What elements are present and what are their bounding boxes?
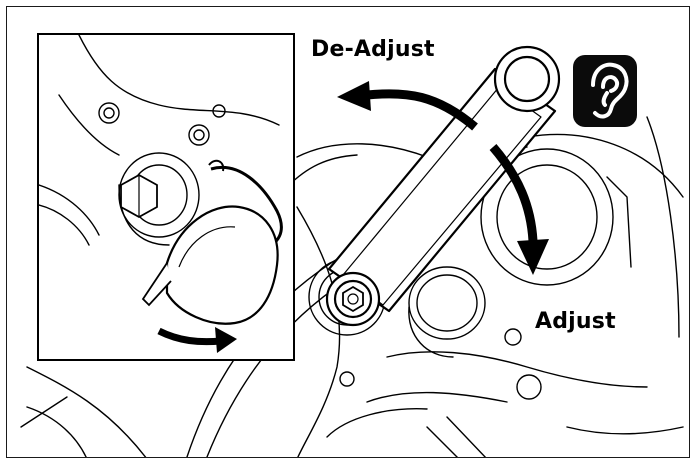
rubber-cap <box>165 205 279 325</box>
brake-assembly-drawing <box>20 45 684 457</box>
de-adjust-label: De-Adjust <box>311 37 435 62</box>
ring-spanner <box>325 45 561 327</box>
adjust-label: Adjust <box>535 309 616 334</box>
adjust-arrow <box>489 144 538 242</box>
illustration-frame: De-Adjust Adjust <box>6 6 690 458</box>
inset-detail-panel <box>37 33 295 361</box>
ear-icon-badge <box>573 55 637 127</box>
cap-removal-drawing <box>39 35 283 353</box>
remove-cap-arrow <box>157 327 222 346</box>
ear-icon <box>591 62 629 119</box>
de-adjust-arrow <box>366 89 478 131</box>
